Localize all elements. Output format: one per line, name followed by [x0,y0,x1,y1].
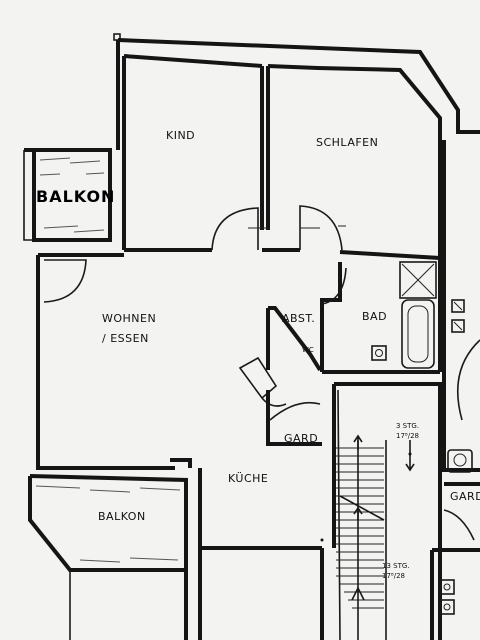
room-label-balkon-bottom: BALKON [98,510,146,523]
room-label-essen: / ESSEN [102,332,149,345]
room-label-wohnen: WOHNEN [102,312,156,325]
room-label-balkon-top: BALKON [36,187,115,206]
outer-walls [36,33,480,640]
room-label-schlafen: SCHLAFEN [316,136,378,149]
stair-label-lower-count: 13 STG. [382,562,410,570]
room-label-gard-inner: GARD [284,432,318,445]
room-label-kueche: KÜCHE [228,472,268,485]
bath [320,258,465,374]
room-label-gard-outer: GARD. [450,490,480,503]
neighbour-edge [430,140,480,640]
room-label-abst: ABST. [282,312,315,325]
room-label-bad: BAD [362,310,387,323]
balcony-bottom [28,474,188,640]
stair-label-upper-count: 3 STG. [396,422,419,430]
room-label-kind: KIND [166,129,195,142]
stair-label-lower-rise: 17⁸/28 [382,572,405,580]
room-label-wc: WC [302,346,314,354]
living-room [43,259,322,468]
stairwell [320,382,442,640]
bedrooms [123,54,442,260]
balcony-top [23,148,112,242]
stair-label-upper-rise: 17⁸/28 [396,432,419,440]
